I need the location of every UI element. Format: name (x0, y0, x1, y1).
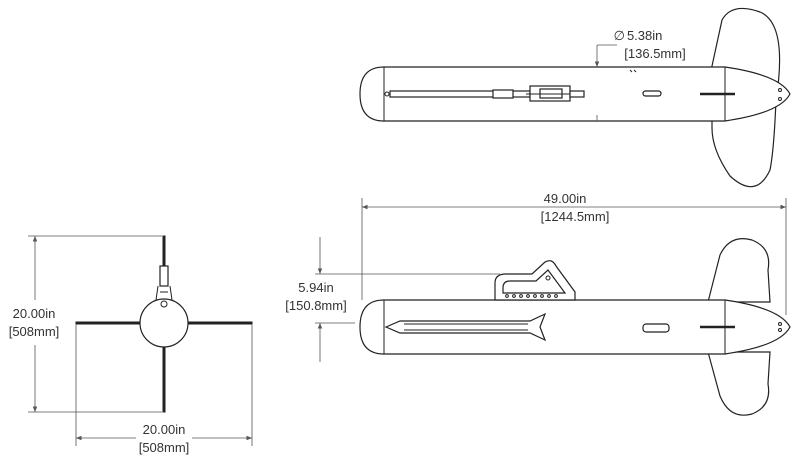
front-width-dimension: 20.00in [508mm] (75, 324, 253, 455)
side-view-bottom-fin (707, 351, 771, 416)
front-height-metric: 508mm (12, 324, 55, 339)
front-view-fin-top (162, 235, 166, 267)
side-view-slot (384, 312, 547, 342)
svg-text:[508mm]: [508mm] (139, 440, 190, 455)
height-imperial: 5.94in (298, 280, 333, 295)
length-dimension: 49.00in [1244.5mm] (361, 191, 787, 315)
top-view-latch-mechanism (389, 85, 585, 102)
svg-text:[508mm]: [508mm] (9, 324, 60, 339)
side-view-port (642, 323, 670, 333)
diameter-dimension: ∅5.38in [136.5mm] (594, 28, 686, 121)
front-view-fin-right (185, 321, 253, 325)
svg-text:[1244.5mm]: [1244.5mm] (541, 209, 610, 224)
top-view (359, 7, 791, 188)
svg-text:[150.8mm]: [150.8mm] (285, 298, 346, 313)
side-view-handle (390, 260, 576, 301)
front-height-imperial: 20.00in (13, 306, 56, 321)
svg-text:∅5.38in: ∅5.38in (614, 28, 663, 43)
diameter-imperial: 5.38in (627, 28, 662, 43)
diameter-metric: 136.5mm (628, 46, 682, 61)
length-metric: 1244.5mm (544, 209, 605, 224)
height-dimension: 5.94in [150.8mm] (285, 237, 500, 362)
diameter-symbol: ∅ (614, 28, 625, 43)
front-view (75, 235, 253, 413)
front-view-body (139, 298, 189, 348)
front-width-metric: 508mm (142, 440, 185, 455)
side-view (359, 238, 791, 416)
height-metric: 150.8mm (289, 298, 343, 313)
front-view-fin-left (75, 321, 143, 325)
side-view-top-fin (707, 238, 771, 303)
front-width-imperial: 20.00in (143, 422, 186, 437)
front-view-fin-bottom (162, 345, 166, 413)
svg-text:[136.5mm]: [136.5mm] (624, 46, 685, 61)
top-view-slot (642, 90, 662, 97)
front-height-dimension: 20.00in [508mm] (9, 235, 162, 413)
front-view-handle (155, 265, 173, 301)
length-imperial: 49.00in (544, 191, 587, 206)
